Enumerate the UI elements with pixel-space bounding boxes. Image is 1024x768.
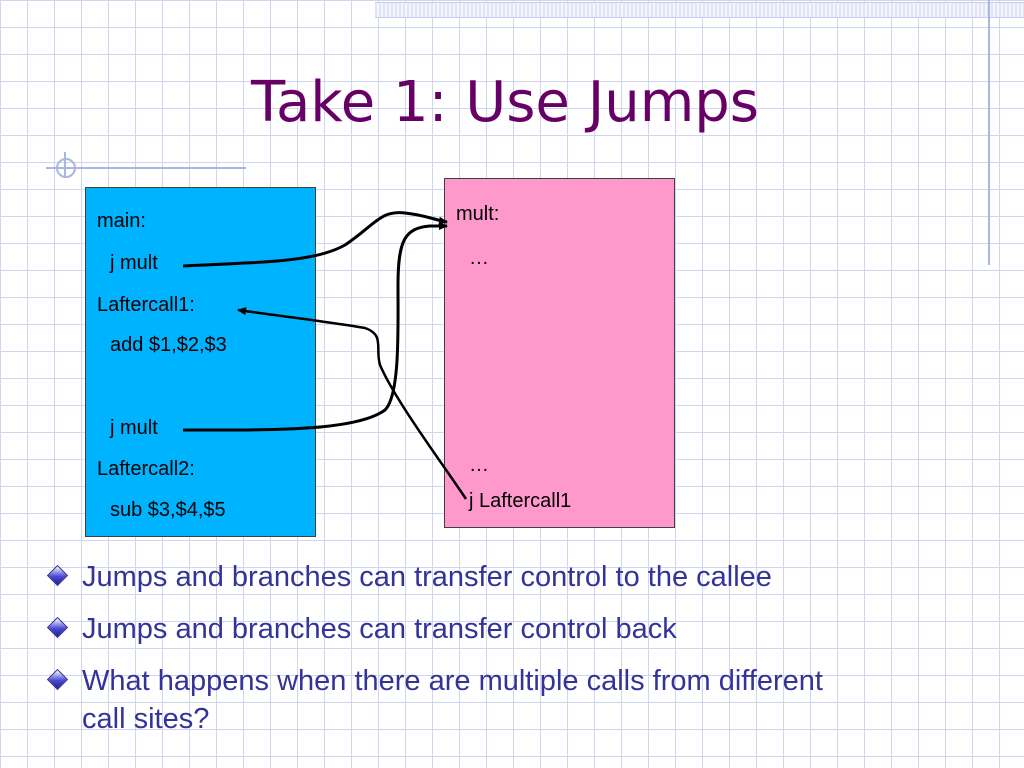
header-band	[375, 2, 1024, 18]
code-instr-j-laftercall1: j Laftercall1	[469, 490, 572, 512]
bullet-item: Jumps and branches can transfer control …	[44, 610, 944, 648]
code-label-laftercall1: Laftercall1:	[97, 294, 195, 316]
bullet-list: Jumps and branches can transfer control …	[44, 558, 944, 752]
bullet-item: Jumps and branches can transfer control …	[44, 558, 944, 596]
code-label-laftercall2: Laftercall2:	[97, 458, 195, 480]
decorative-circle-icon	[56, 158, 76, 178]
bullet-text: Jumps and branches can transfer control …	[82, 613, 677, 645]
slide-title: Take 1: Use Jumps	[251, 70, 759, 135]
diamond-bullet-icon	[46, 616, 69, 639]
main-code-block: main: j mult Laftercall1: add $1,$2,$3 j…	[85, 187, 316, 537]
diamond-bullet-icon	[46, 668, 69, 691]
code-instr-j-mult-1: j mult	[110, 252, 158, 274]
code-instr-sub: sub $3,$4,$5	[110, 499, 226, 521]
code-label-mult: mult:	[456, 203, 500, 225]
diamond-bullet-icon	[46, 564, 69, 587]
code-ellipsis: …	[469, 247, 489, 269]
bullet-text: Jumps and branches can transfer control …	[82, 561, 772, 593]
decorative-rule	[988, 0, 990, 265]
bullet-item: What happens when there are multiple cal…	[44, 662, 872, 738]
code-instr-j-mult-2: j mult	[110, 417, 158, 439]
code-ellipsis: …	[469, 454, 489, 476]
decorative-line	[46, 167, 246, 169]
code-instr-add: add $1,$2,$3	[110, 334, 227, 356]
mult-code-block: mult: … … j Laftercall1	[444, 178, 675, 528]
code-label-main: main:	[97, 210, 146, 232]
bullet-text: What happens when there are multiple cal…	[82, 665, 823, 735]
